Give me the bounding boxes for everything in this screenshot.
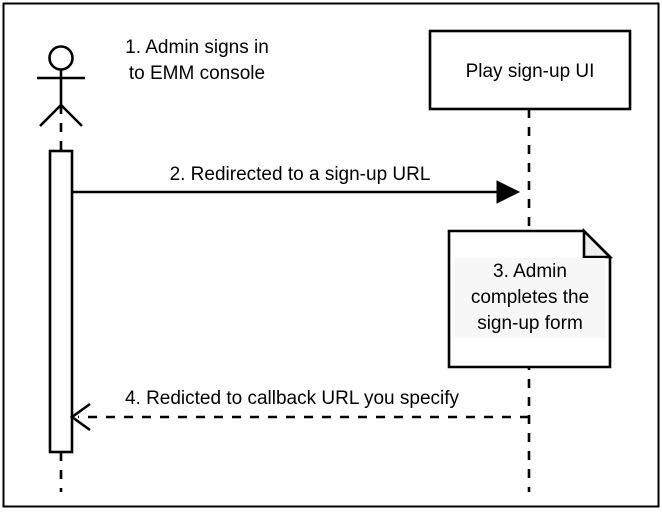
- message-2-label: 2. Redirected to a sign-up URL: [170, 164, 431, 185]
- note-signup-form[interactable]: 3. Admin completes the sign-up form: [447, 227, 614, 369]
- message-4-label: 4. Redicted to callback URL you specify: [125, 388, 460, 409]
- message-1-label-line2: to EMM console: [129, 63, 265, 84]
- activation-bar-admin: [48, 149, 74, 454]
- actor-admin: [37, 45, 85, 127]
- actor-leg-left-icon: [39, 104, 62, 127]
- message-4-arrowhead-icon: [69, 402, 91, 432]
- actor-leg-right-icon: [60, 104, 83, 127]
- message-2-arrowhead-icon: [496, 180, 521, 204]
- note-text-highlight: [455, 258, 605, 338]
- participant-box-play-signup-ui[interactable]: [428, 29, 632, 111]
- participant-label-play-signup-ui: Play sign-up UI: [466, 61, 595, 82]
- note-label-line1: 3. Admin: [493, 261, 567, 282]
- note-label-line2: completes the: [471, 287, 589, 308]
- message-1-label-line1: 1. Admin signs in: [125, 37, 269, 58]
- note-fold-corner-icon: [582, 227, 614, 259]
- actor-head-icon: [48, 45, 74, 71]
- note-label-line3: sign-up form: [477, 313, 583, 334]
